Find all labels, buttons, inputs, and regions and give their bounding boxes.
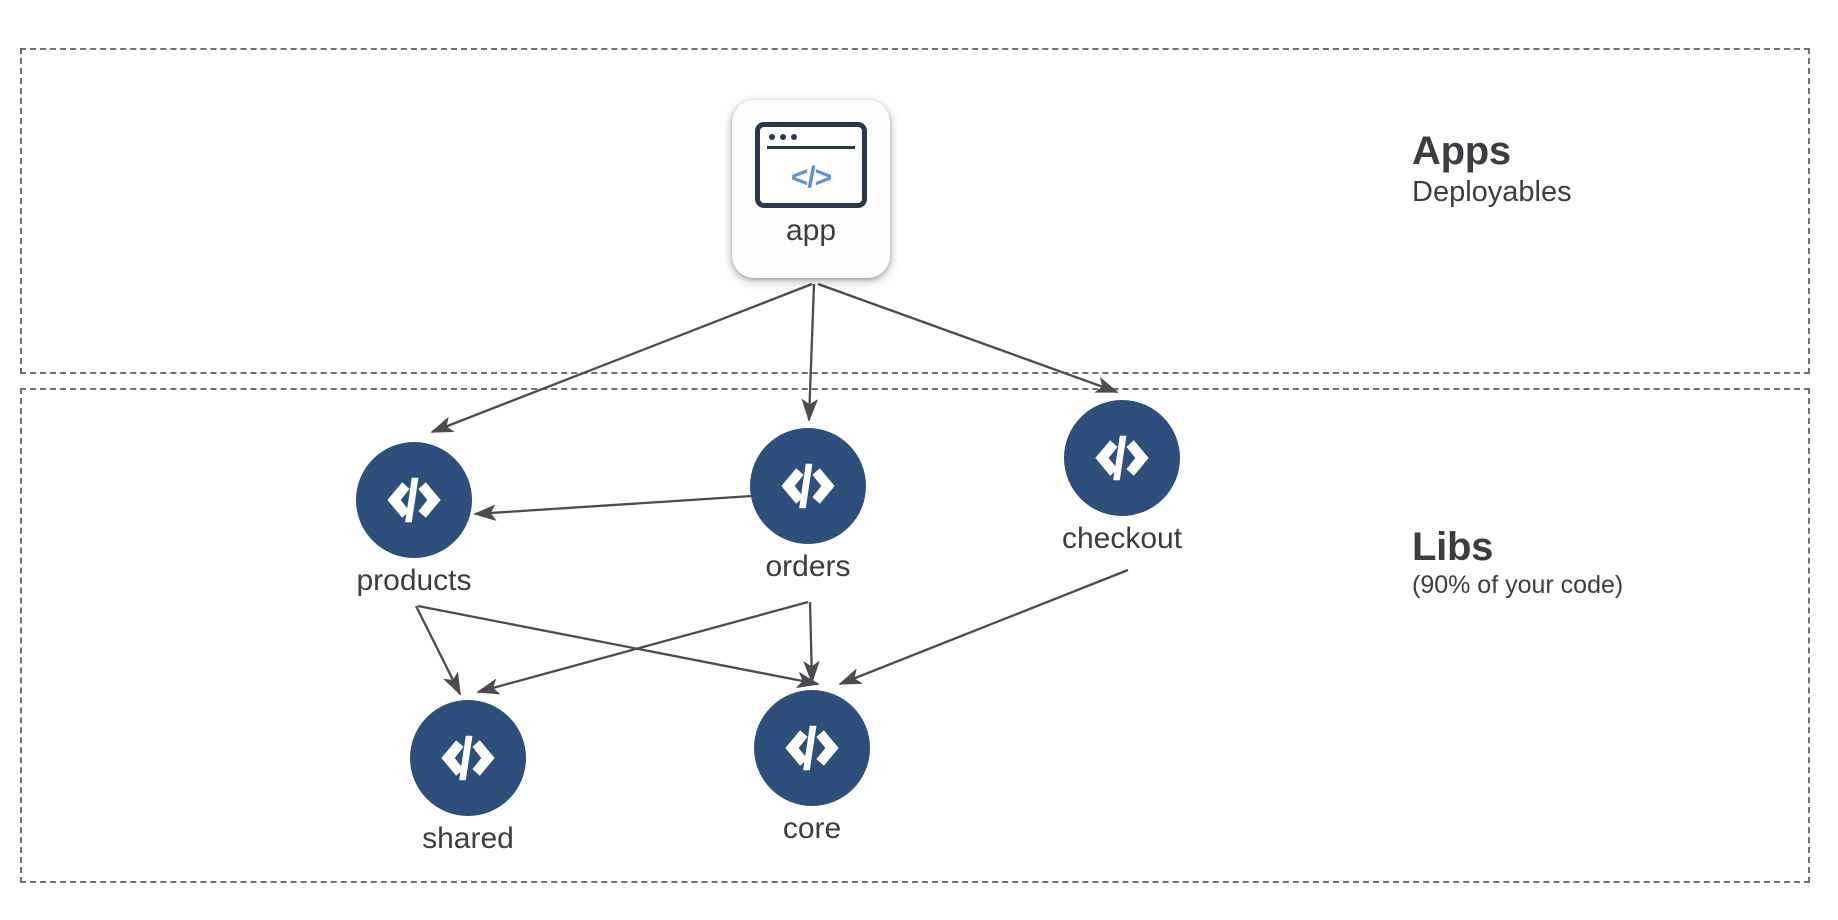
region-libs-subtitle: (90% of your code)	[1412, 571, 1624, 599]
browser-window-code-icon: </>	[755, 122, 867, 208]
code-icon	[750, 428, 866, 544]
browser-titlebar-divider	[767, 146, 855, 149]
node-checkout[interactable]: checkout	[1062, 400, 1182, 555]
node-orders-label: orders	[765, 550, 851, 583]
code-icon	[754, 690, 870, 806]
region-libs	[20, 388, 1810, 883]
node-shared-label: shared	[422, 822, 514, 855]
code-icon	[1064, 400, 1181, 516]
node-checkout-label: checkout	[1062, 522, 1183, 555]
region-apps-subtitle: Deployables	[1412, 176, 1572, 208]
node-products-label: products	[356, 564, 472, 597]
code-icon	[356, 442, 472, 558]
code-icon	[410, 700, 526, 816]
browser-dots-icon	[769, 134, 797, 140]
node-core-label: core	[782, 812, 842, 845]
node-app-label: app	[785, 214, 837, 247]
region-apps-caption: Apps Deployables	[1412, 128, 1572, 210]
region-libs-title: Libs	[1412, 525, 1494, 569]
node-core[interactable]: core	[754, 690, 870, 845]
node-orders[interactable]: orders	[750, 428, 866, 583]
region-apps-title: Apps	[1412, 129, 1511, 173]
app-code-glyph: </>	[790, 161, 832, 194]
node-shared[interactable]: shared	[410, 700, 526, 855]
node-products[interactable]: products	[356, 442, 472, 597]
region-libs-caption: Libs (90% of your code)	[1412, 524, 1623, 601]
region-apps	[20, 48, 1810, 374]
node-app[interactable]: </> app	[732, 100, 890, 278]
